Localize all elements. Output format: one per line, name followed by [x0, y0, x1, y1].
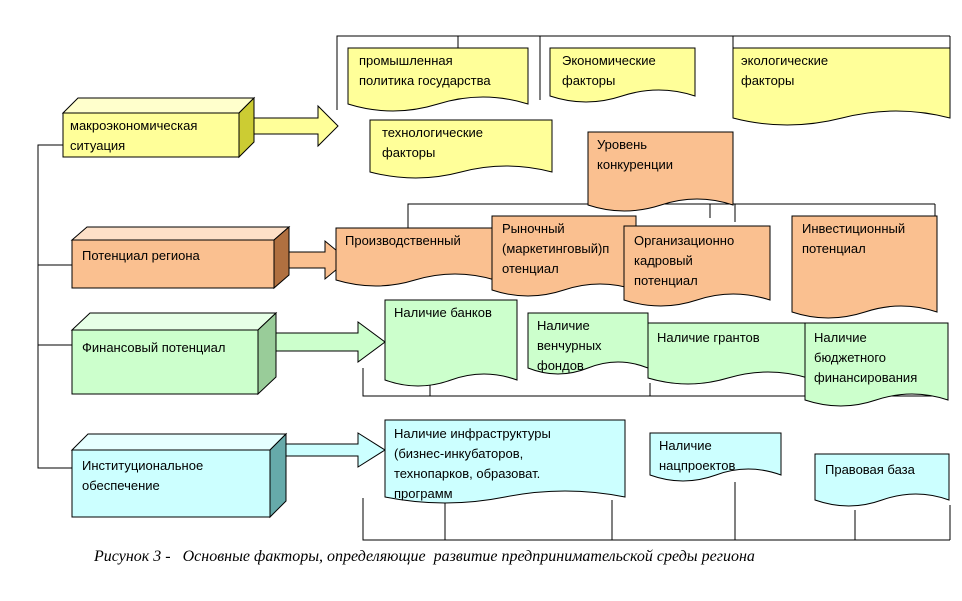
doc-budget [804, 322, 949, 407]
factor-industrial-policy-label: промышленная политика государства [359, 53, 491, 88]
factor-venture-label: Наличие венчурных фондов [537, 318, 602, 373]
factor-banks-label: Наличие банков [394, 305, 492, 320]
factor-market-label: Рыночный (маркетинговый)п отенциал [502, 221, 610, 276]
arrow-finance [275, 321, 386, 363]
doc-production [335, 227, 496, 287]
doc-banks [384, 299, 518, 387]
doc-organizational [623, 225, 771, 307]
arrow-macro [253, 104, 339, 148]
source-institutional-label: Институциональное обеспечение [82, 458, 204, 493]
doc-venture [527, 312, 649, 375]
doc-grants [647, 322, 809, 385]
source-institutional-box [70, 432, 288, 519]
factor-infrastructure-label: Наличие инфраструктуры (бизнес-инкубатор… [394, 426, 551, 501]
factor-production-label: Производственный [345, 233, 461, 248]
doc-investment [791, 215, 938, 319]
source-finance-box [70, 311, 278, 396]
factor-legal-base-label: Правовая база [825, 462, 915, 477]
factor-national-projects-label: Наличие нацпроектов [659, 438, 736, 473]
figure-caption: Рисунок 3 - Основные факторы, определяющ… [94, 548, 755, 565]
source-macro-box [61, 96, 256, 159]
competition-label: Уровень конкуренции [597, 137, 674, 172]
connector-lines [37, 35, 951, 541]
source-potential-box [70, 225, 291, 290]
source-macro-label: макроэкономическая ситуация [70, 118, 198, 153]
factor-budget-label: Наличие бюджетного финансирования [814, 330, 918, 385]
factor-economic-label: Экономические факторы [562, 53, 656, 88]
source-potential-label: Потенциал региона [82, 248, 200, 263]
source-finance-label: Финансовый потенциал [82, 340, 226, 355]
factor-grants-label: Наличие грантов [657, 330, 760, 345]
factor-ecological-label: экологические факторы [741, 53, 829, 88]
doc-technological [369, 119, 553, 179]
doc-competition [587, 131, 734, 212]
doc-industrial-policy [347, 47, 529, 112]
doc-ecological [732, 47, 951, 126]
doc-legal-base [814, 453, 950, 507]
doc-economic [549, 47, 696, 103]
doc-infrastructure [384, 419, 626, 504]
doc-national-projects [649, 432, 782, 482]
factor-technological-label: технологические факторы [382, 125, 484, 160]
factor-organizational-label: Организационно кадровый потенциал [634, 233, 735, 288]
arrow-institutional [285, 432, 386, 468]
factor-investment-label: Инвестиционный потенциал [802, 221, 906, 256]
